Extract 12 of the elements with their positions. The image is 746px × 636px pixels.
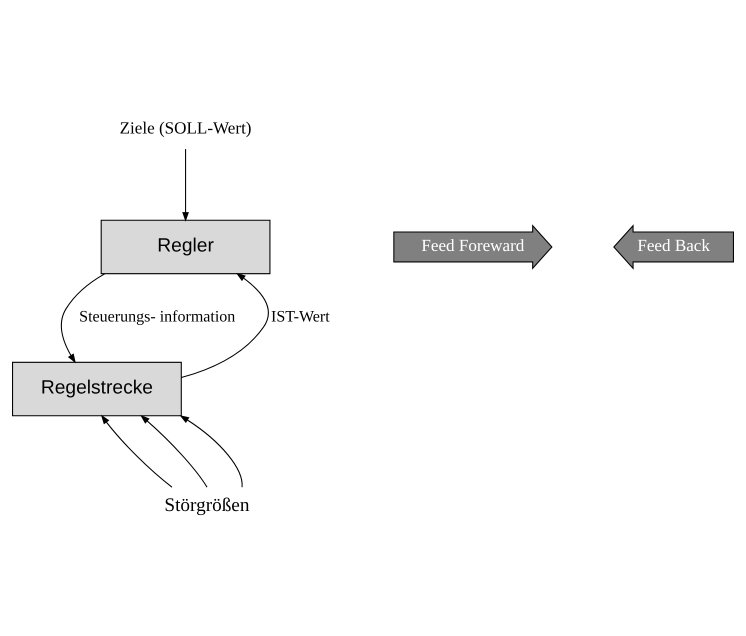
arrow — [180, 415, 243, 488]
node-text: Störgrößen — [164, 495, 250, 516]
arrow — [100, 414, 172, 488]
node-text: Ziele (SOLL-Wert) — [120, 118, 252, 138]
edge-label: IST-Wert — [271, 308, 330, 326]
arrow — [60, 273, 105, 364]
arrow — [181, 272, 269, 378]
node-box: Regler — [100, 220, 270, 274]
node-box: Regelstrecke — [12, 362, 182, 416]
arrow — [182, 149, 189, 222]
arrow — [140, 414, 208, 488]
edge-label: Steuerungs- information — [79, 308, 236, 326]
